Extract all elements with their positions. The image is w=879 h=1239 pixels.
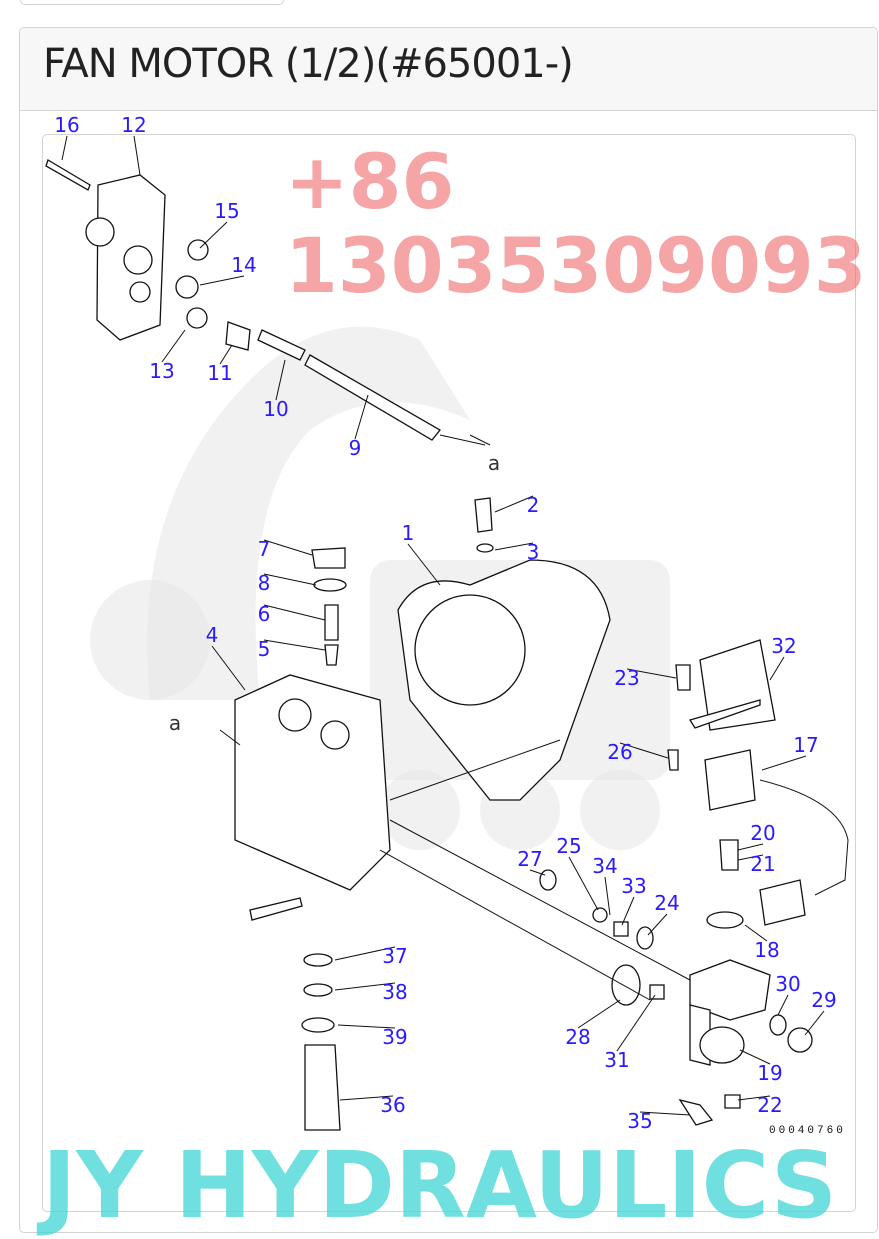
callout-18: 18 xyxy=(754,938,779,962)
parts-diagram-frame xyxy=(42,134,856,1212)
leader-line-18 xyxy=(744,924,768,942)
leader-line-16 xyxy=(61,135,68,161)
callout-28: 28 xyxy=(565,1025,590,1049)
leader-line-26 xyxy=(619,742,669,759)
callout-15: 15 xyxy=(214,199,239,223)
callout-34: 34 xyxy=(592,854,617,878)
leader-line-7 xyxy=(263,539,313,556)
leader-line-32 xyxy=(769,656,785,681)
callout-22: 22 xyxy=(757,1093,782,1117)
leader-line-20 xyxy=(737,843,764,851)
leader-line-6 xyxy=(263,604,326,621)
leader-lines xyxy=(61,135,825,1116)
callout-a: a xyxy=(169,711,181,735)
callout-21: 21 xyxy=(750,852,775,876)
leader-line-11 xyxy=(219,344,233,365)
leader-line-15 xyxy=(199,221,228,249)
leader-line-33 xyxy=(621,896,635,926)
callout-7: 7 xyxy=(258,537,271,561)
leader-line-30 xyxy=(777,994,789,1016)
leader-line-3 xyxy=(494,542,534,551)
leader-line-10 xyxy=(275,359,286,401)
leader-line-38 xyxy=(334,982,396,991)
callout-17: 17 xyxy=(793,733,818,757)
leader-line-23 xyxy=(626,668,677,679)
drawing-code: 00040760 xyxy=(769,1125,846,1137)
watermark-phone: +86 13035309093 xyxy=(285,137,867,310)
leader-line-28 xyxy=(577,999,621,1029)
leader-line-24 xyxy=(647,913,668,936)
leader-line-27 xyxy=(529,869,546,876)
leader-line-13 xyxy=(161,329,186,363)
callout-8: 8 xyxy=(258,571,271,595)
leader-line-22 xyxy=(737,1095,771,1101)
callout-19: 19 xyxy=(757,1061,782,1085)
callout-33: 33 xyxy=(621,874,646,898)
callout-20: 20 xyxy=(750,821,775,845)
leader-line-2 xyxy=(494,495,534,513)
leader-line-36 xyxy=(339,1095,394,1101)
callout-12: 12 xyxy=(121,113,146,137)
leader-line-25 xyxy=(568,856,599,911)
leader-line-8 xyxy=(263,573,317,586)
callout-36: 36 xyxy=(380,1093,405,1117)
callout-16: 16 xyxy=(54,113,79,137)
callout-9: 9 xyxy=(349,436,362,460)
leader-line-31 xyxy=(616,994,656,1052)
callout-32: 32 xyxy=(771,634,796,658)
leader-line-4 xyxy=(211,645,246,691)
card-header: FAN MOTOR (1/2)(#65001-) xyxy=(20,28,877,111)
callout-31: 31 xyxy=(604,1048,629,1072)
callout-23: 23 xyxy=(614,666,639,690)
leader-line-21 xyxy=(737,854,764,861)
leader-line-37 xyxy=(334,946,396,961)
leader-line-9 xyxy=(354,394,369,440)
callout-3: 3 xyxy=(527,540,540,564)
leader-line-39 xyxy=(337,1024,396,1029)
callout-11: 11 xyxy=(207,361,232,385)
callout-24: 24 xyxy=(654,891,679,915)
page-title: FAN MOTOR (1/2)(#65001-) xyxy=(43,41,574,87)
leader-line-35 xyxy=(639,1111,691,1116)
watermark-brand: JY HYDRAULICS xyxy=(42,1132,838,1239)
callout-25: 25 xyxy=(556,834,581,858)
callout-38: 38 xyxy=(382,980,407,1004)
leader-line-19 xyxy=(739,1049,771,1065)
leader-line-17 xyxy=(761,755,807,771)
callout-37: 37 xyxy=(382,944,407,968)
part-drawings xyxy=(45,159,849,1131)
callout-a: a xyxy=(488,451,500,475)
leader-line-12 xyxy=(133,135,141,176)
leader-line-14 xyxy=(199,275,245,286)
callout-27: 27 xyxy=(517,847,542,871)
callout-10: 10 xyxy=(263,397,288,421)
callout-39: 39 xyxy=(382,1025,407,1049)
callout-5: 5 xyxy=(258,637,271,661)
callout-26: 26 xyxy=(607,740,632,764)
callout-29: 29 xyxy=(811,988,836,1012)
callout-35: 35 xyxy=(627,1109,652,1133)
callout-30: 30 xyxy=(775,972,800,996)
callout-1: 1 xyxy=(402,521,415,545)
callout-14: 14 xyxy=(231,253,256,277)
callout-2: 2 xyxy=(527,493,540,517)
leader-line-29 xyxy=(804,1010,825,1036)
callout-4: 4 xyxy=(206,623,219,647)
leader-line-5 xyxy=(263,639,326,651)
leader-line-34 xyxy=(604,876,611,916)
callout-13: 13 xyxy=(149,359,174,383)
leader-line-1 xyxy=(407,543,441,586)
callout-6: 6 xyxy=(258,602,271,626)
